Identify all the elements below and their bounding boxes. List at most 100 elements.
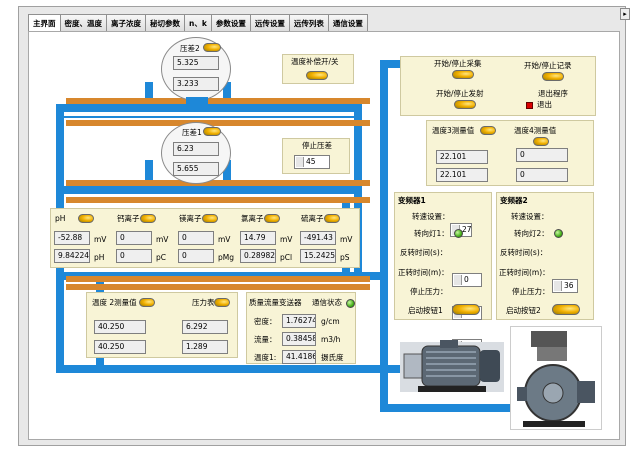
flow-label: 流量：	[254, 335, 277, 344]
vfd1-rev-stepper[interactable]: 0	[452, 273, 482, 287]
ion-toggle[interactable]	[202, 214, 218, 223]
vfd1-stop-label: 停止压力：	[410, 287, 448, 296]
pipe	[223, 82, 231, 110]
vfd2-start-label: 启动按钮2	[506, 306, 541, 315]
start-rec-label: 开始/停止记录	[524, 61, 572, 70]
motor-image	[400, 336, 504, 396]
tab-bar: 主界面 密度、温度 离子浓度 秘切参数 n、k 参数设置 远传设置 远传列表 通…	[28, 14, 368, 33]
pressure1-value2: 5.655	[173, 162, 219, 176]
ion-p-unit: pMg	[218, 253, 234, 262]
start-rec-toggle[interactable]	[542, 72, 564, 81]
temp3-toggle[interactable]	[480, 126, 496, 135]
tab-shear[interactable]: 秘切参数	[145, 14, 185, 32]
pipe-joint	[186, 97, 208, 104]
orange-rail	[66, 180, 370, 186]
comm-status-led	[346, 299, 355, 308]
pressure1-label: 压差1	[182, 128, 202, 137]
exit-button[interactable]: 退出	[526, 99, 574, 111]
ion-p-unit: pCl	[280, 253, 293, 262]
vfd2-dir-label: 转向灯2：	[514, 229, 549, 238]
gauge-label: 压力表	[192, 298, 215, 307]
tab-ion[interactable]: 离子浓度	[106, 14, 146, 32]
ion-p-unit: pH	[94, 253, 105, 262]
tab-remote-list[interactable]: 远传列表	[288, 14, 329, 32]
tab-density-temp[interactable]: 密度、温度	[59, 14, 107, 32]
ion-mv-unit: mV	[218, 235, 231, 244]
tab-params[interactable]: 参数设置	[210, 14, 251, 32]
vfd1-speed-label: 转速设置：	[412, 212, 450, 221]
flowmeter-title: 质量流量变送器	[249, 298, 302, 307]
temp2-toggle[interactable]	[139, 298, 155, 307]
tab-remote[interactable]: 远传设置	[249, 14, 290, 32]
exit-label: 退出程序	[538, 89, 568, 98]
ion-p-value: 15.2425	[300, 249, 336, 263]
vfd1-panel	[394, 192, 492, 320]
temp4-label: 温度4测量值	[514, 126, 557, 135]
gauge-toggle[interactable]	[214, 298, 230, 307]
stop-icon	[526, 101, 533, 109]
vfd2-rev-label: 反转时间(s)：	[500, 248, 548, 257]
temp1-label: 温度1:	[254, 353, 277, 362]
vfd2-speed-label: 转速设置：	[511, 212, 549, 221]
start-acq-toggle[interactable]	[452, 70, 474, 79]
temp3-label: 温度3测量值	[432, 126, 475, 135]
pipe	[145, 160, 153, 190]
ion-p-value: 9.84224	[54, 249, 90, 263]
ion-mv-unit: mV	[340, 235, 353, 244]
temp4-value2: 0	[516, 168, 568, 182]
pipe	[56, 365, 408, 373]
vfd1-start-label: 启动按钮1	[408, 306, 443, 315]
exit-button-label: 退出	[537, 100, 552, 109]
ion-toggle[interactable]	[140, 214, 156, 223]
pressure1-value1: 6.23	[173, 142, 219, 156]
pipe	[380, 60, 388, 412]
scroll-arrow-icon[interactable]: ▸	[620, 8, 630, 20]
temp3-value2: 22.101	[436, 168, 488, 182]
orange-rail	[66, 284, 370, 290]
vfd1-dir-led	[454, 229, 463, 238]
ion-toggle[interactable]	[264, 214, 280, 223]
tab-nk[interactable]: n、k	[184, 14, 212, 32]
stop-dp-stepper[interactable]: 45	[294, 155, 330, 169]
ion-mv-value: -491.43	[300, 231, 336, 245]
pipe	[145, 82, 153, 110]
ion-toggle[interactable]	[324, 214, 340, 223]
vfd1-title: 变频器1	[398, 196, 426, 205]
ion-toggle[interactable]	[78, 214, 94, 223]
flow-unit: m3/h	[321, 335, 341, 344]
start-acq-label: 开始/停止采集	[434, 59, 482, 68]
temp2-label: 温度 2测量值	[92, 298, 137, 307]
temp1-value: 41.4186	[282, 350, 316, 364]
pipe	[56, 114, 362, 118]
vfd2-speed-stepper[interactable]: 36	[552, 279, 578, 293]
vfd2-start-button[interactable]	[552, 304, 580, 315]
orange-rail	[66, 98, 370, 104]
temp2-value2: 40.250	[94, 340, 146, 354]
vfd2-panel	[496, 192, 594, 320]
pipe	[380, 60, 402, 68]
temp4-toggle[interactable]	[533, 137, 549, 146]
ion-p-unit: pS	[340, 253, 350, 262]
start-send-toggle[interactable]	[454, 100, 476, 109]
ion-mv-value: 0	[116, 231, 152, 245]
tab-comm[interactable]: 通信设置	[327, 14, 368, 32]
temp-comp-toggle[interactable]	[306, 71, 328, 80]
vfd2-fwd-label: 正转时间(m)：	[499, 268, 550, 277]
orange-rail	[66, 197, 370, 203]
pipe	[56, 104, 362, 112]
ion-mv-value: 14.79	[240, 231, 276, 245]
pressure2-toggle[interactable]	[203, 43, 221, 52]
flow-value: 0.38458	[282, 332, 316, 346]
pump-image	[510, 326, 602, 430]
ion-name: 钙离子	[117, 214, 140, 223]
ion-mv-value: -52.88	[54, 231, 90, 245]
vfd1-start-button[interactable]	[452, 304, 480, 315]
pressure1-toggle[interactable]	[203, 127, 221, 136]
stop-dp-label: 停止压差	[302, 141, 332, 150]
temp4-value1: 0	[516, 148, 568, 162]
vfd2-dir-led	[554, 229, 563, 238]
temp1-unit: 摄氏度	[321, 353, 344, 362]
ion-p-value: 0	[116, 249, 152, 263]
ion-name: 氯离子	[241, 214, 264, 223]
vfd2-stop-label: 停止压力：	[512, 287, 550, 296]
